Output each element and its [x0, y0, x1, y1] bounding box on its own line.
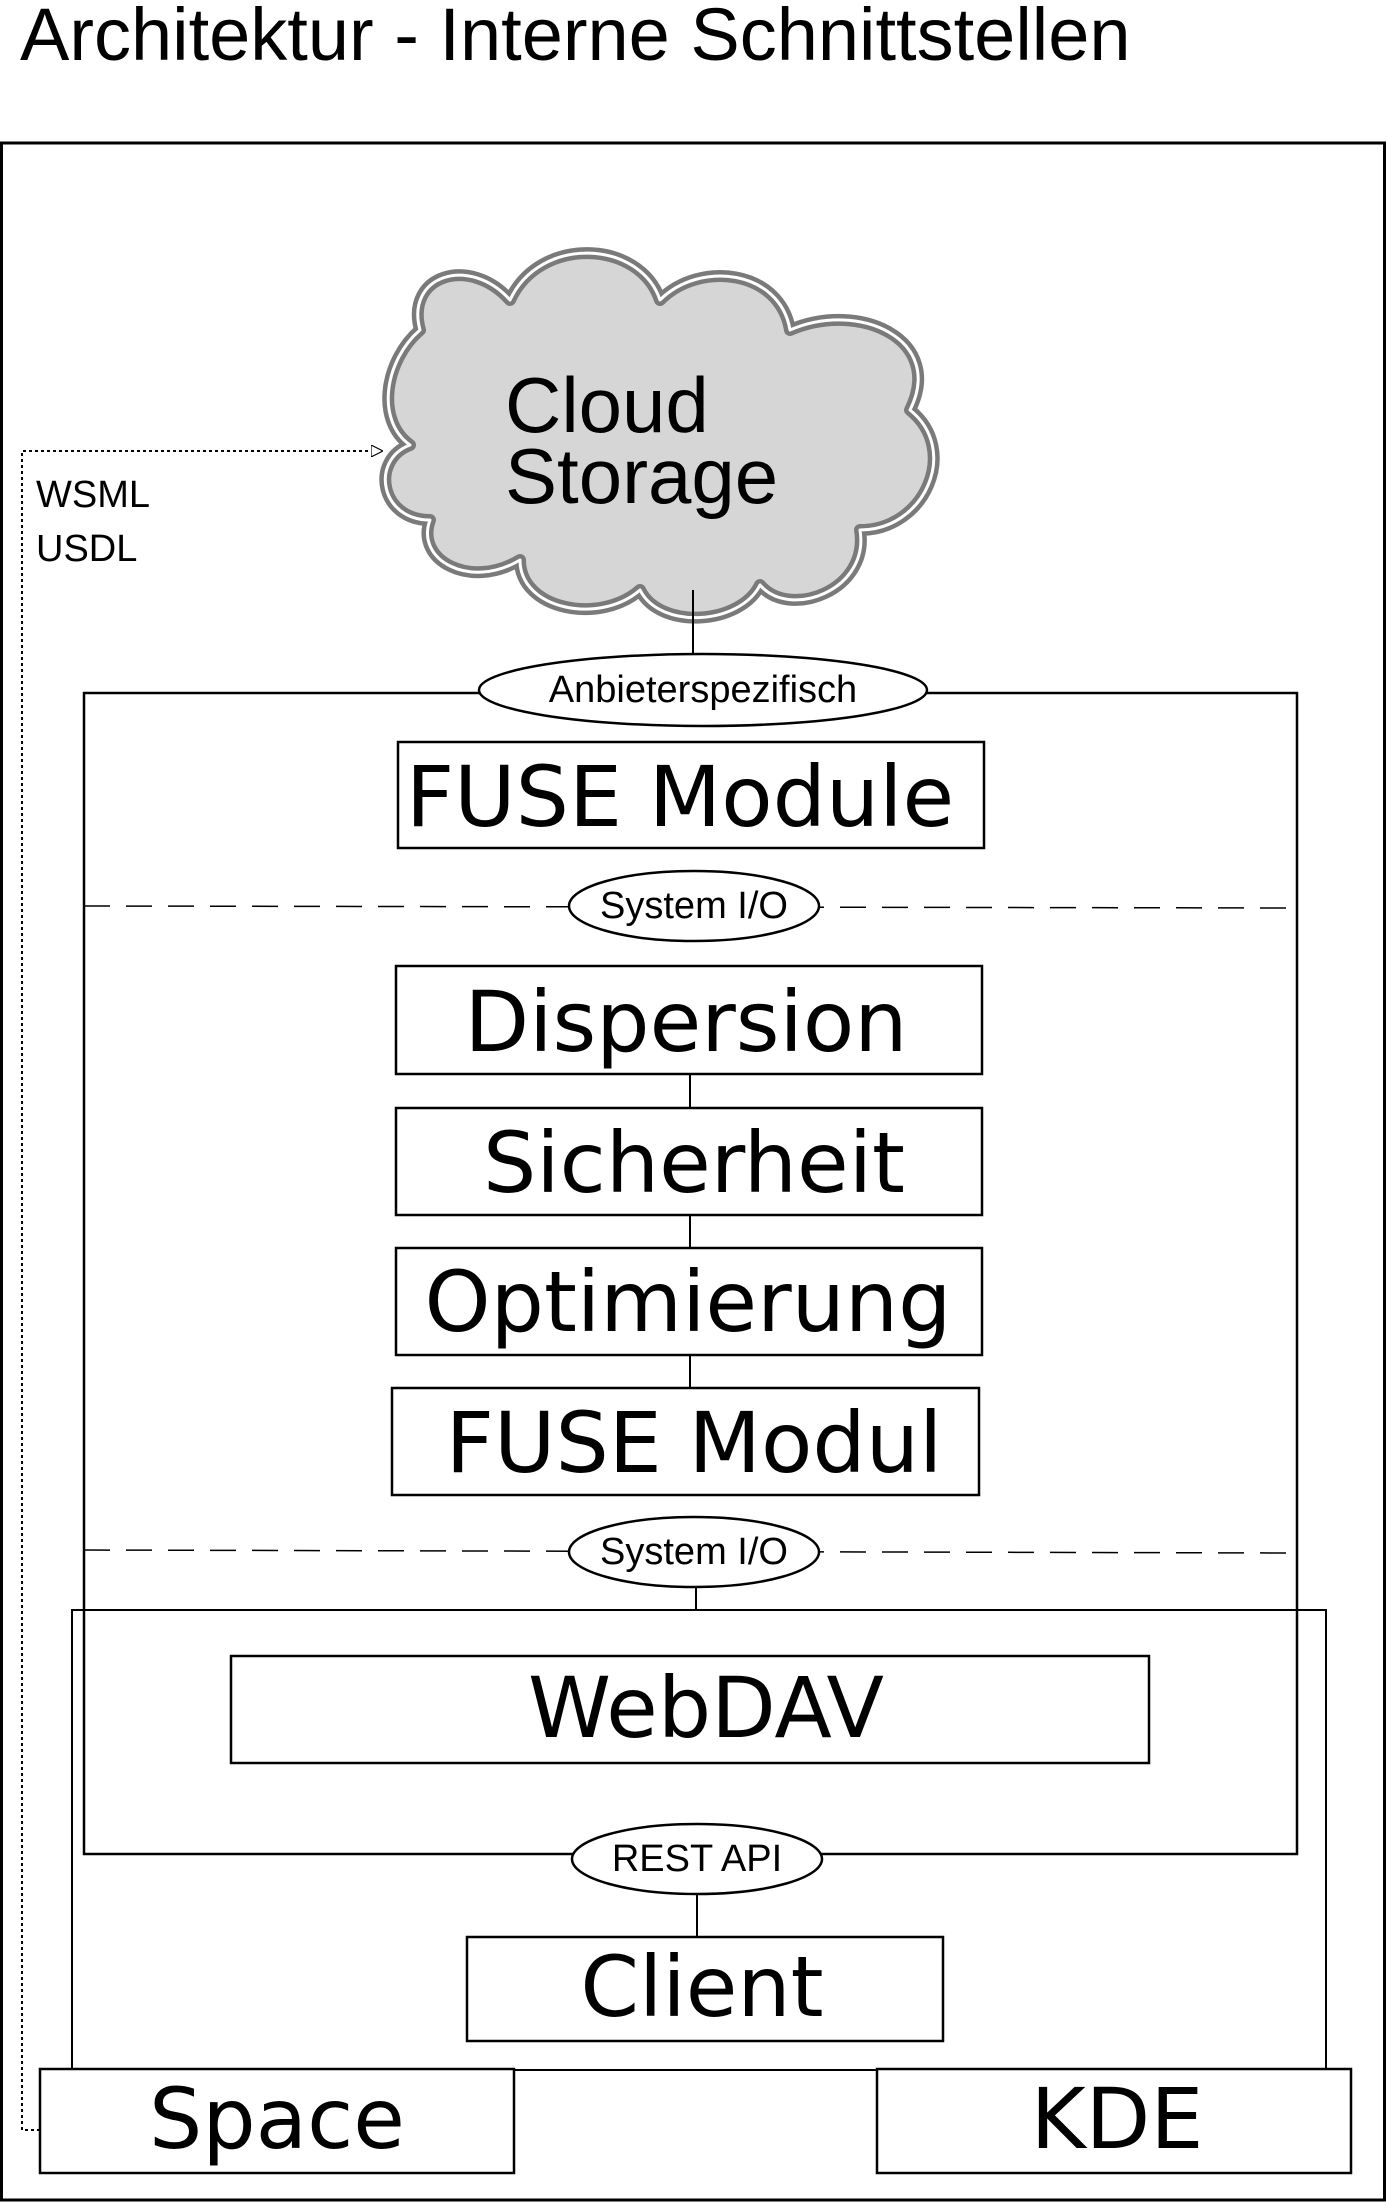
client-box: [465, 1935, 945, 2043]
semantic-description-connector: [21, 451, 382, 2131]
client-label: Client: [580, 1938, 823, 2036]
dispersion-box: [394, 964, 984, 1076]
dispersion-label: Dispersion: [464, 973, 907, 1071]
fuse-modul-label: FUSE Modul: [446, 1394, 943, 1492]
cloud-storage-icon: [379, 247, 940, 624]
webdav-box: [229, 1654, 1151, 1765]
outer-frame: [0, 141, 1386, 2202]
provider-interface-label: Anbieterspezifisch: [549, 669, 857, 711]
page-title: Architektur - Interne Schnittstellen: [20, 0, 1131, 76]
fuse-module-label: FUSE Module: [406, 748, 954, 846]
usdl-label: USDL: [36, 528, 137, 570]
cloud-label-line1: Cloud: [505, 361, 709, 449]
fuse-modul-box: [390, 1386, 981, 1497]
system-io-bottom-oval: [567, 1515, 821, 1589]
system-io-bottom-label: System I/O: [600, 1531, 788, 1573]
optimierung-box: [394, 1246, 984, 1357]
kde-label: KDE: [1031, 2070, 1204, 2168]
rest-api-label: REST API: [612, 1838, 782, 1880]
optimierung-label: Optimierung: [425, 1253, 952, 1351]
system-io-top-oval: [567, 869, 821, 943]
cloud-label-line2: Storage: [505, 432, 778, 520]
fuse-module-box: [396, 740, 986, 850]
client-layer-frame: [71, 1609, 1327, 2071]
webdav-label: WebDAV: [528, 1659, 884, 1757]
system-io-top-label: System I/O: [600, 885, 788, 927]
space-box: [38, 2067, 516, 2175]
provider-interface-oval: [477, 652, 929, 728]
space-label: Space: [149, 2070, 405, 2168]
kde-box: [875, 2067, 1353, 2175]
wsml-label: WSML: [36, 474, 150, 516]
sicherheit-label: Sicherheit: [483, 1114, 905, 1212]
